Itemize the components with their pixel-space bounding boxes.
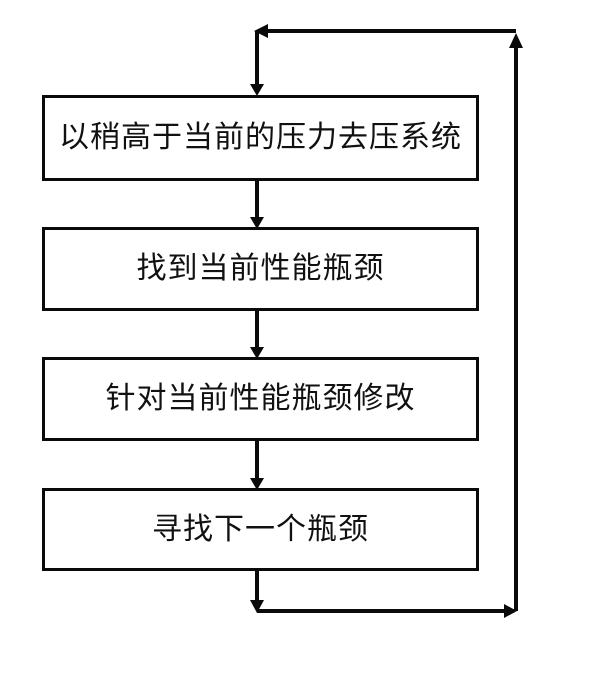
connector-node1-to-node2 xyxy=(250,181,264,229)
flow-node-find-current-bottleneck[interactable]: 找到当前性能瓶颈 xyxy=(42,227,479,311)
connector-node2-to-node3 xyxy=(250,311,264,359)
connector-node3-to-node4 xyxy=(250,441,264,490)
connector-feedback-right-rail xyxy=(509,33,523,611)
flow-node-label: 针对当前性能瓶颈修改 xyxy=(105,382,416,415)
flow-node-label: 寻找下一个瓶颈 xyxy=(152,512,369,546)
flow-node-modify-for-bottleneck[interactable]: 针对当前性能瓶颈修改 xyxy=(42,357,479,441)
flow-node-label: 找到当前性能瓶颈 xyxy=(136,252,385,285)
flow-node-seek-next-bottleneck[interactable]: 寻找下一个瓶颈 xyxy=(42,488,479,571)
flow-node-label: 以稍高于当前的压力去压系统 xyxy=(59,121,462,154)
connector-feedback-bottom xyxy=(250,571,517,618)
flow-node-pressure-system[interactable]: 以稍高于当前的压力去压系统 xyxy=(42,95,479,181)
connector-feedback-top xyxy=(250,24,516,96)
